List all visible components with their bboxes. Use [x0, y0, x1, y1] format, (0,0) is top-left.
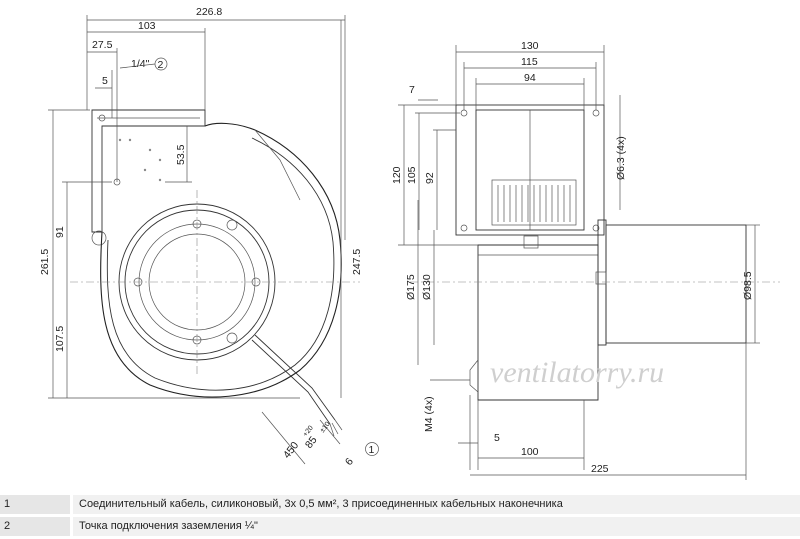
ground-hole — [98, 114, 106, 122]
dim-ground-size: 1/4" — [131, 58, 150, 70]
dim-450: 450 — [281, 440, 301, 461]
dim-115: 115 — [521, 56, 538, 68]
dim-247-5: 247.5 — [351, 249, 363, 275]
dim-d130: Ø130 — [421, 274, 433, 300]
dim-92: 92 — [424, 172, 436, 184]
dim-120: 120 — [391, 166, 403, 184]
dim-5-side: 5 — [494, 432, 500, 444]
callout-2 — [154, 57, 168, 71]
mounting-bracket — [91, 109, 206, 233]
dim-d175: Ø175 — [405, 274, 417, 300]
watermark: ventilatorry.ru — [490, 356, 664, 389]
dim-d98-5: Ø98.5 — [742, 271, 754, 300]
dim-7: 7 — [409, 84, 415, 96]
motor-cylinder — [605, 224, 747, 344]
callout-1 — [365, 442, 379, 456]
dim-6: 6 — [343, 456, 356, 468]
dim-hole-dia: Ø6.3 (4x) — [615, 136, 627, 180]
legend-text: Соединительный кабель, силиконовый, 3х 0… — [73, 495, 800, 514]
dim-m4: M4 (4x) — [423, 396, 435, 432]
dim-5-front: 5 — [102, 75, 108, 87]
dim-91: 91 — [54, 226, 66, 238]
legend-text: Точка подключения заземления ¼" — [73, 517, 800, 536]
dim-100: 100 — [521, 446, 539, 458]
legend-num: 2 — [0, 517, 70, 536]
callout-2-label: 2 — [158, 59, 164, 71]
front-view: 226.8 103 27.5 1/4" 2 5 53.5 261.5 91 10… — [39, 6, 379, 468]
connection-cable — [254, 334, 336, 421]
legend-row: 1 Соединительный кабель, силиконовый, 3х… — [0, 495, 800, 514]
dim-130: 130 — [521, 40, 539, 52]
technical-drawing: 226.8 103 27.5 1/4" 2 5 53.5 261.5 91 10… — [39, 6, 780, 480]
dim-226-8: 226.8 — [196, 6, 222, 18]
housing-side — [455, 104, 605, 236]
scroll-housing — [100, 122, 342, 398]
dim-27-5: 27.5 — [92, 39, 113, 51]
motor-body — [491, 179, 577, 226]
dim-53-5: 53.5 — [175, 144, 187, 165]
dim-107-5: 107.5 — [54, 326, 66, 352]
side-view: 130 115 94 120 105 92 7 Ø175 Ø130 Ø98.5 … — [391, 40, 780, 480]
dim-103: 103 — [138, 20, 156, 32]
legend-row: 2 Точка подключения заземления ¼" — [0, 517, 800, 536]
dim-225: 225 — [591, 463, 609, 475]
callout-1-label: 1 — [369, 444, 375, 456]
scroll-side — [477, 244, 599, 401]
dim-94: 94 — [524, 72, 536, 84]
dim-261-5: 261.5 — [39, 249, 51, 275]
mount-hole — [460, 109, 468, 117]
legend-table: 1 Соединительный кабель, силиконовый, 3х… — [0, 495, 800, 539]
dim-105: 105 — [406, 166, 418, 184]
legend-num: 1 — [0, 495, 70, 514]
mount-boss — [91, 230, 107, 246]
